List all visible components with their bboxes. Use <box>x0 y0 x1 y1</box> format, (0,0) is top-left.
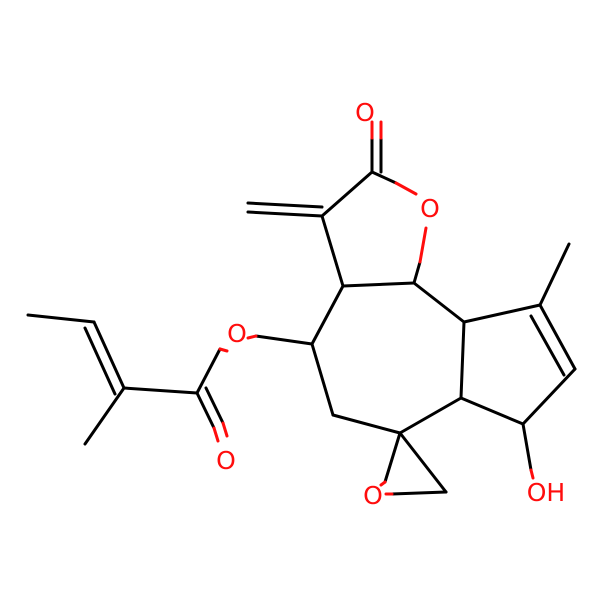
bond-c9a-c9 <box>462 303 542 324</box>
bond-ester-o-red-2 <box>221 421 229 438</box>
bond-c9-methyl <box>538 242 571 307</box>
bond-spiro-ch2 <box>331 413 402 435</box>
bond-c8-c7 <box>521 367 577 426</box>
atom-o-epoxide: O <box>363 481 383 510</box>
bond-c9-c8-double-2 <box>529 314 566 377</box>
bond-alkene-c-methyl <box>83 386 126 446</box>
bond-epox-red-1 <box>379 480 387 487</box>
bond-spiro-o-epox <box>383 431 402 484</box>
bond-oh-red <box>529 468 535 480</box>
bond-alkene-ch3 <box>26 313 96 324</box>
bond-carbonyl-c-oring <box>370 170 398 185</box>
bond-oester-red-2 <box>218 347 229 353</box>
bond-oring-red-2 <box>418 226 428 264</box>
bond-ester-o-red-1 <box>212 426 220 443</box>
bond-oester-carbonyl-c <box>195 347 222 395</box>
bond-c9a-c6a <box>459 320 466 400</box>
bond-c4-oester <box>254 334 314 346</box>
bond-c7-oh <box>521 422 533 472</box>
atom-o-ring: O <box>420 194 440 223</box>
bond-ester-carbonyl-double-2 <box>204 386 225 425</box>
bond-alpha-c-ring-junction <box>320 214 345 288</box>
oxygen-bond-segments <box>212 120 535 496</box>
bond-methylene-2 <box>246 201 324 209</box>
bond-ch2-c4 <box>310 342 335 417</box>
bond-alkene-double-2 <box>83 326 117 396</box>
bond-carbonyl-c-alpha-c <box>320 170 374 218</box>
bond-carbonyl-c-alkene-c <box>122 386 199 395</box>
bond-ch2-o-epox <box>390 490 448 496</box>
atom-o-ester: O <box>227 319 247 348</box>
bond-ester-carbonyl-double-1 <box>195 391 216 430</box>
bond-c8a-c9a <box>412 281 466 324</box>
bond-c8a-oring <box>412 260 422 285</box>
bond-c6a-spiro <box>398 396 463 435</box>
atom-o-ester-carbonyl: O <box>216 446 236 475</box>
bond-alkene-double-1 <box>92 320 126 390</box>
bond-c4-junction <box>310 284 345 346</box>
bond-c9-c8-double-1 <box>538 303 577 371</box>
bond-oester-red-1 <box>246 334 258 340</box>
bond-methylene-1 <box>246 210 324 218</box>
atom-labels: O O O O O OH <box>216 98 565 510</box>
atom-oh: OH <box>527 478 565 507</box>
bonds <box>26 136 577 496</box>
bond-spiro-ch2-epox <box>398 431 448 494</box>
bond-ring-junction-c8a <box>341 281 416 288</box>
bond-oring-red-1 <box>394 181 418 196</box>
atom-o-carbonyl-top: O <box>355 98 375 127</box>
bond-c7-c6a <box>459 396 525 426</box>
